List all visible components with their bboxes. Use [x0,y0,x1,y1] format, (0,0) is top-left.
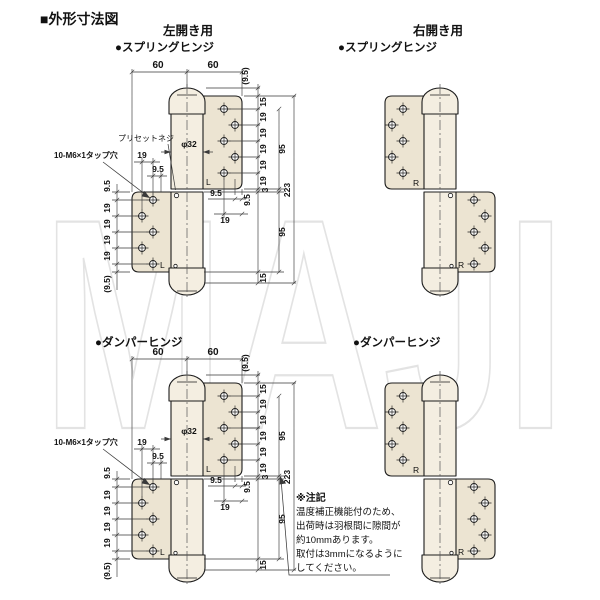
orientation-mark-L: L [206,177,211,187]
dim-60: 60 [152,347,164,358]
orientation-mark-R: R [458,260,464,270]
dim-9-5: 9.5 [152,451,164,461]
note-line: してください。 [296,563,362,574]
note-leader-arrow [279,476,286,485]
dim-19: 19 [258,399,268,409]
note-line: 約10mmあります。 [296,534,378,546]
note-line: 取付は3mmになるように [296,549,403,560]
dim-60: 60 [207,60,219,71]
dim-19: 19 [102,251,112,261]
dim-9-5: 9.5 [210,475,222,485]
dim-19: 19 [258,144,268,154]
dim-19: 19 [258,112,268,122]
dim-95: 95 [277,227,287,237]
damper-hinge-header-left: ●ダンパーヒンジ [95,335,183,349]
dim-3: 3 [260,187,270,192]
orientation-mark-L: L [160,547,165,557]
dim-9-5: 9.5 [242,481,252,493]
note-leader-line [280,478,390,576]
preset-screw-label: プリセットネジ [118,134,174,143]
dim-19: 19 [102,538,112,548]
dim-19: 19 [258,463,268,473]
dim-19: 19 [258,415,268,425]
dim-9-5-paren: (9.5) [240,67,250,85]
dim-19: 19 [102,235,112,245]
dim-95: 95 [277,144,287,154]
dim-15: 15 [258,273,268,283]
dia-32-label: φ32 [181,139,197,149]
left-damper-hinge-drawing: 60 60 (9.5) 15 19 19 19 19 19 3 95 95 22… [54,347,297,586]
dim-9-5: 9.5 [102,180,112,192]
tap-hole-label: 10-M6×1タップ穴 [54,150,118,160]
dim-15: 15 [258,384,268,394]
dim-19: 19 [102,522,112,532]
dim-95: 95 [277,431,287,441]
dim-19: 19 [220,215,230,225]
dim-19: 19 [102,203,112,213]
dim-19: 19 [258,128,268,138]
right-spring-hinge-drawing: R R [384,83,496,299]
note-title: ※注記 [296,491,326,504]
header: ■外形寸法図 左開き用 右開き用 ●スプリングヒンジ ●スプリングヒンジ ●ダン… [40,11,463,349]
dim-9-5-paren: (9.5) [102,562,112,580]
preset-screw-leader [167,143,176,191]
dim-9-5-paren: (9.5) [102,275,112,293]
orientation-mark-L: L [206,464,211,474]
dim-19: 19 [137,437,147,447]
dim-60: 60 [152,60,164,71]
dim-19: 19 [258,447,268,457]
left-column-header: 左開き用 [162,23,213,38]
dim-223: 223 [282,183,292,197]
dim-9-5: 9.5 [152,164,164,174]
page-title: ■外形寸法図 [40,11,118,27]
dim-19: 19 [102,490,112,500]
dim-19: 19 [102,219,112,229]
orientation-mark-R: R [413,465,419,475]
dim-9-5: 9.5 [102,467,112,479]
spring-hinge-header-left: ●スプリングヒンジ [115,40,214,54]
dim-95: 95 [277,514,287,524]
note-line: 温度補正機能付のため、 [296,506,401,518]
orientation-mark-R: R [458,547,464,557]
dim-60: 60 [207,347,219,358]
dim-9-5: 9.5 [210,188,222,198]
note-line: 出荷時は羽根間に隙間が [296,520,401,532]
dim-19: 19 [258,160,268,170]
right-damper-hinge-drawing: R R [384,370,496,586]
dim-15: 15 [258,560,268,570]
dim-19: 19 [258,176,268,186]
dim-19: 19 [258,431,268,441]
dim-19: 19 [137,150,147,160]
dim-223: 223 [282,470,292,484]
spring-hinge-header-right: ●スプリングヒンジ [338,40,437,54]
dim-19: 19 [102,506,112,516]
orientation-mark-R: R [413,178,419,188]
dim-19: 19 [220,502,230,512]
tap-hole-label: 10-M6×1タップ穴 [54,437,118,447]
dim-3: 3 [260,474,270,479]
dim-15: 15 [258,97,268,107]
left-spring-hinge-drawing: 60 60 (9.5) 15 19 19 19 19 19 3 95 95 22… [54,60,297,299]
note-block: ※注記 温度補正機能付のため、 出荷時は羽根間に隙間が 約10mmあります。 取… [279,476,403,576]
damper-hinge-header-right: ●ダンパーヒンジ [353,335,441,349]
dim-9-5: 9.5 [242,194,252,206]
orientation-mark-L: L [160,260,165,270]
right-column-header: 右開き用 [412,23,463,38]
dim-9-5-paren: (9.5) [240,354,250,372]
dia-32-label: φ32 [181,426,197,436]
